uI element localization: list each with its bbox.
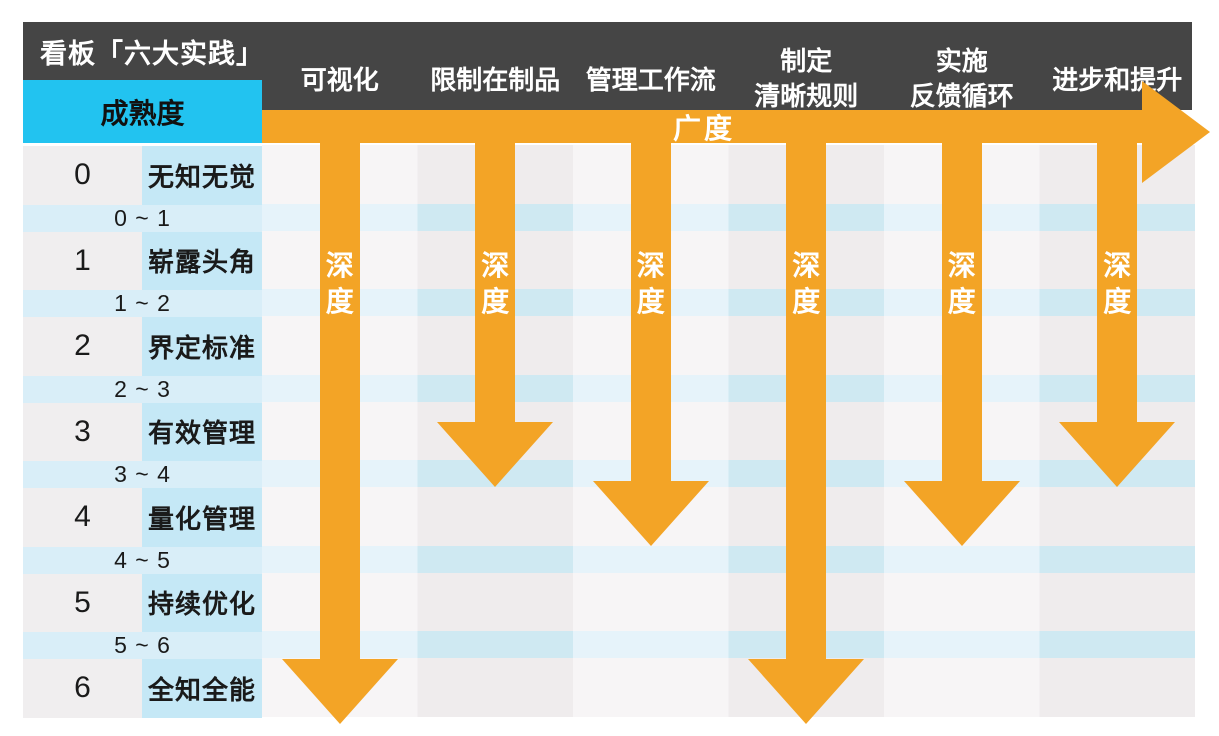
maturity-level-label: 持续优化 xyxy=(142,573,262,632)
depth-arrow xyxy=(319,142,360,660)
depth-arrow-head-icon xyxy=(437,422,554,487)
diagram-title: 看板「六大实践」 xyxy=(40,22,264,80)
maturity-level-number: 0 xyxy=(23,146,142,205)
depth-arrow xyxy=(630,142,671,482)
practice-header-label: 管理工作流 xyxy=(585,64,716,95)
depth-arrow-head-icon xyxy=(1059,422,1176,487)
maturity-level-label: 界定标准 xyxy=(142,317,262,376)
maturity-transition-row: 3 ~ 4 xyxy=(23,461,262,488)
maturity-level-number: 2 xyxy=(23,317,142,376)
maturity-transition-row: 4 ~ 5 xyxy=(23,546,262,574)
practice-headers: 可视化限制在制品管理工作流制定 清晰规则实施 反馈循环进步和提升 xyxy=(0,22,1219,111)
depth-arrow xyxy=(475,142,516,423)
maturity-level-label: 有效管理 xyxy=(142,402,262,461)
maturity-transition-row: 1 ~ 2 xyxy=(23,290,262,317)
maturity-axis-header: 成熟度 xyxy=(23,80,262,143)
depth-arrow xyxy=(1097,142,1138,423)
depth-arrow-head-icon xyxy=(592,480,709,546)
transition-band xyxy=(262,545,1195,573)
practice-header-label: 可视化 xyxy=(300,64,379,95)
depth-arrow-head-icon xyxy=(281,658,398,724)
depth-arrow-head-icon xyxy=(903,480,1020,546)
depth-arrow xyxy=(786,142,827,660)
maturity-transition-row: 5 ~ 6 xyxy=(23,632,262,659)
depth-axis-label: 深度 xyxy=(792,250,821,318)
maturity-level-number: 6 xyxy=(23,659,142,718)
breadth-arrow xyxy=(262,110,1146,143)
maturity-level-number: 5 xyxy=(23,573,142,632)
maturity-transition-row: 2 ~ 3 xyxy=(23,375,262,403)
breadth-axis-label: 广度 xyxy=(672,112,735,144)
transition-band xyxy=(262,203,1195,231)
maturity-transition-row: 0 ~ 1 xyxy=(23,204,262,232)
maturity-level-label: 崭露头角 xyxy=(142,231,262,290)
depth-axis-label: 深度 xyxy=(1103,250,1132,318)
maturity-level-number: 1 xyxy=(23,231,142,290)
practice-grid: 深度 深度 深度 深度 深度 深度 xyxy=(262,142,1195,724)
maturity-axis-label: 成熟度 xyxy=(100,97,185,129)
depth-axis-label: 深度 xyxy=(325,250,354,318)
maturity-level-label: 量化管理 xyxy=(142,488,262,547)
breadth-arrow-head-icon xyxy=(1142,81,1210,183)
diagram-title-text: 看板「六大实践」 xyxy=(40,38,264,69)
depth-arrow-head-icon xyxy=(748,658,865,724)
depth-arrow xyxy=(941,142,982,482)
maturity-level-number: 3 xyxy=(23,402,142,461)
practice-header-label: 制定 清晰规则 xyxy=(754,45,859,111)
practice-header-label: 限制在制品 xyxy=(430,64,561,95)
depth-axis-label: 深度 xyxy=(947,250,976,318)
practice-header-label: 实施 反馈循环 xyxy=(909,45,1014,111)
maturity-level-label: 全知全能 xyxy=(142,659,262,718)
depth-axis-label: 深度 xyxy=(481,250,510,318)
maturity-level-label: 无知无觉 xyxy=(142,146,262,205)
transition-band xyxy=(262,631,1195,658)
transition-band xyxy=(262,289,1195,316)
transition-band xyxy=(262,460,1195,487)
depth-axis-label: 深度 xyxy=(636,250,665,318)
maturity-level-number: 4 xyxy=(23,488,142,547)
transition-band xyxy=(262,374,1195,402)
